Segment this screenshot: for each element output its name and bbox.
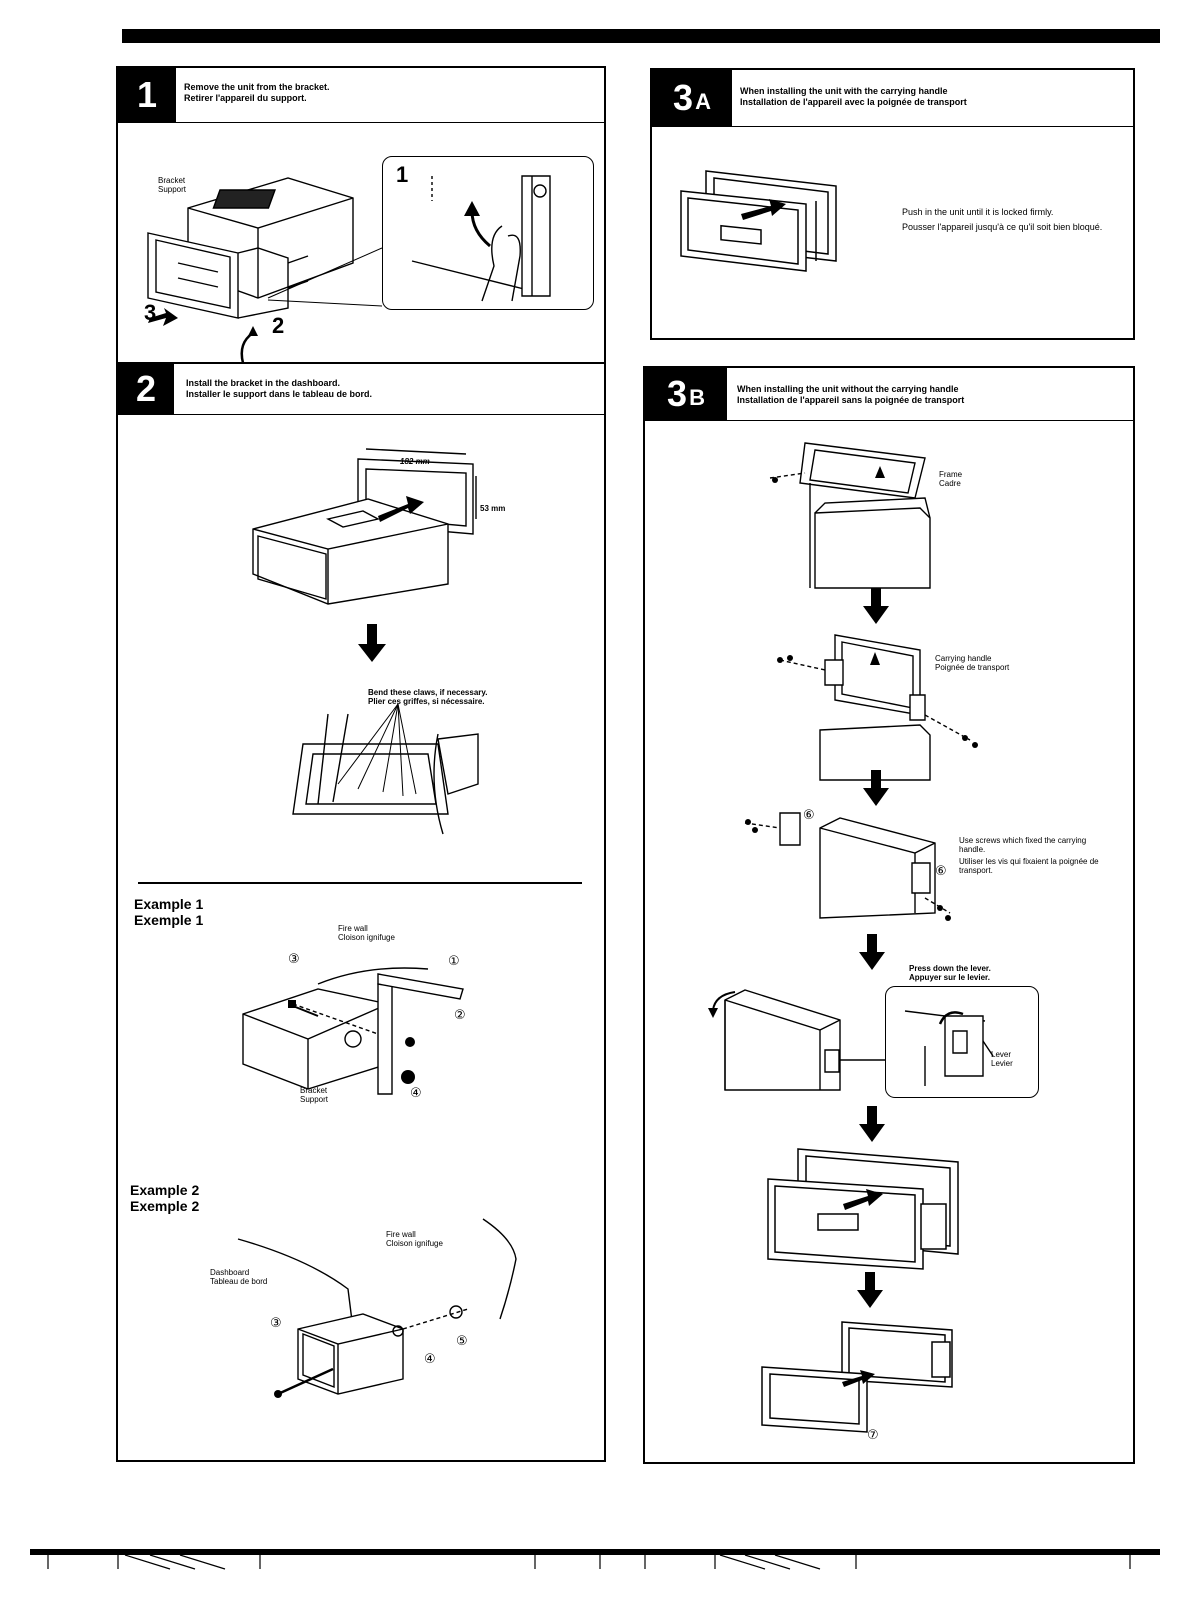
push-arrow-icon (843, 1189, 883, 1210)
bottom-rule (30, 1549, 1160, 1555)
down-arrow-icon (358, 624, 386, 662)
front-panel-illustration (757, 1312, 967, 1442)
section-1-title: Remove the unit from the bracket. Retire… (184, 82, 330, 103)
handle-install-illustration (676, 166, 846, 276)
bracket-label: Bracket Support (158, 176, 187, 194)
examples-divider (138, 882, 582, 884)
curved-arrow-icon (242, 333, 253, 363)
marker-6b: ⑥ (935, 864, 947, 879)
marker-4: ④ (410, 1086, 422, 1101)
width-dimension: 182 mm (400, 457, 430, 466)
down-arrow-icon (859, 934, 885, 970)
step-1-label: 1 (396, 162, 409, 187)
push-instruction: Push in the unit until it is locked firm… (902, 207, 1103, 232)
claws-illustration (288, 704, 528, 844)
step-2-label: 2 (272, 313, 285, 338)
down-arrow-icon (859, 1106, 885, 1142)
carrying-handle-label: Carrying handle Poignée de transport (935, 654, 1010, 672)
frame-removal-illustration (765, 438, 945, 588)
frame-label: Frame Cadre (939, 470, 963, 488)
section-3a-title: When installing the unit with the carryi… (740, 86, 967, 107)
unit-insert-illustration (763, 1144, 963, 1274)
down-arrow-icon (863, 770, 889, 806)
marker-5: ⑤ (456, 1334, 468, 1349)
release-detail-illustration (382, 156, 592, 308)
marker-4b: ④ (424, 1352, 436, 1367)
push-arrow-icon (378, 496, 424, 522)
screw-icon (288, 1000, 296, 1008)
marker-1: ① (448, 954, 460, 969)
section-1-header: 1 Remove the unit from the bracket. Reti… (118, 68, 604, 123)
section-1-number: 1 (118, 68, 176, 122)
height-dimension: 53 mm (480, 504, 506, 513)
example-2-firewall-label: Fire wall Cloison ignifuge (386, 1230, 443, 1248)
section-2-title: Install the bracket in the dashboard. In… (186, 378, 373, 399)
example-1-title: Example 1 Exemple 1 (134, 896, 204, 928)
lift-arrow-icon (472, 211, 490, 246)
section-1-panel: 1 Remove the unit from the bracket. Reti… (116, 66, 606, 364)
section-2-header: 2 Install the bracket in the dashboard. … (118, 364, 604, 415)
marker-6a: ⑥ (803, 808, 815, 823)
screws-attach-illustration (740, 808, 951, 921)
marker-2: ② (454, 1008, 466, 1023)
example-1-firewall-label: Fire wall Cloison ignifuge (338, 924, 395, 942)
inset-connector-lines (268, 248, 388, 308)
section-2-number: 2 (118, 364, 174, 414)
marker-3: ③ (288, 952, 300, 967)
bottom-tick-marks (47, 1555, 1131, 1570)
section-3b-title: When installing the unit without the car… (737, 384, 965, 405)
bracket-removal-illustration (138, 168, 388, 338)
example-2-dashboard-label: Dashboard Tableau de bord (210, 1268, 268, 1286)
top-rule (122, 29, 1160, 43)
screws-label: Use screws which fixed the carrying hand… (959, 836, 1099, 875)
lever-detail-illustration (885, 986, 1037, 1096)
section-2-panel: 2 Install the bracket in the dashboard. … (116, 362, 606, 1462)
lever-release-illustration (708, 980, 905, 1095)
curved-arrow-icon (713, 992, 735, 1010)
screw-icon (772, 477, 778, 483)
example-2-title: Example 2 Exemple 2 (130, 1182, 200, 1214)
example-1-illustration (238, 944, 478, 1104)
down-arrow-icon (863, 588, 889, 624)
bracket-insertion-illustration (248, 444, 528, 604)
pull-arrow-icon (148, 308, 178, 326)
marker-7: ⑦ (867, 1428, 879, 1443)
example-2-illustration (238, 1219, 538, 1398)
example-1-bracket-label: Bracket Support (300, 1086, 329, 1104)
lever-label: Lever Levier (991, 1050, 1013, 1068)
step-3-label: 3 (144, 300, 157, 325)
lever-instruction: Press down the lever. Appuyer sur le lev… (909, 964, 991, 982)
claws-label: Bend these claws, if necessary. Plier ce… (368, 688, 488, 706)
handle-removal-illustration (777, 630, 978, 780)
down-arrow-icon (857, 1272, 883, 1308)
marker-3b: ③ (270, 1316, 282, 1331)
push-arrow-icon (741, 199, 786, 220)
